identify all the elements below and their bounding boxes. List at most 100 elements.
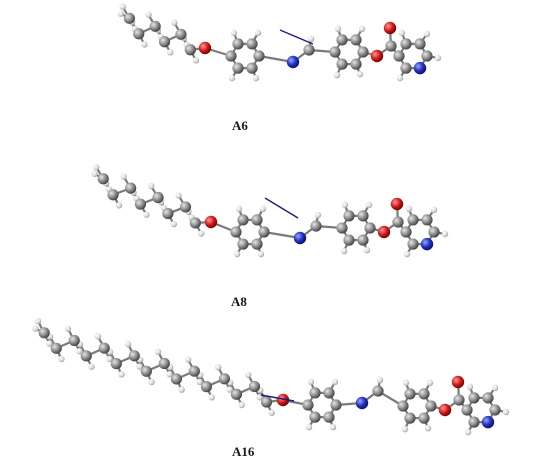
hydrogen-atom	[331, 378, 339, 386]
carbon-atom	[302, 399, 314, 411]
carbon-atom	[418, 388, 430, 400]
carbon-atom	[175, 28, 187, 40]
hydrogen-atom	[196, 378, 203, 386]
carbon-atom	[107, 189, 119, 201]
carbon-atom	[421, 50, 433, 62]
hydrogen-atom	[358, 25, 366, 33]
hydrogen-atom	[88, 363, 95, 370]
carbon-atom	[400, 62, 412, 74]
carbon-atom	[397, 400, 409, 412]
hydrogen-atom	[424, 424, 432, 432]
hydrogen-atom	[143, 211, 150, 218]
hydrogen-atom	[230, 29, 238, 37]
hydrogen-atom	[171, 19, 178, 26]
carbon-atom	[158, 357, 170, 370]
hydrogen-atom	[396, 74, 404, 82]
carbon-atom	[350, 34, 362, 46]
hydrogen-atom	[363, 246, 371, 254]
hydrogen-atom	[118, 371, 125, 378]
carbon-atom	[170, 373, 182, 385]
carbon-atom	[184, 44, 196, 56]
hydrogen-atom	[268, 409, 275, 416]
carbon-atom	[343, 210, 355, 222]
nitrogen-atom	[355, 396, 369, 410]
hydrogen-atom	[94, 333, 102, 340]
hydrogen-atom	[192, 57, 200, 64]
molecule-label-a6: A6	[232, 118, 248, 133]
hydrogen-atom	[403, 250, 411, 258]
hydrogen-atom	[464, 428, 472, 436]
carbon-atom	[336, 34, 348, 46]
hydrogen-atom	[136, 363, 143, 370]
hydrogen-atom	[141, 41, 148, 48]
hydrogen-atom	[307, 35, 315, 43]
hydrogen-atom	[430, 206, 438, 214]
carbon-atom	[149, 20, 161, 32]
carbon-atom	[309, 411, 321, 423]
carbon-atom	[364, 222, 376, 234]
carbon-atom	[128, 350, 140, 362]
carbon-atom	[468, 392, 480, 404]
hydrogen-atom	[314, 211, 322, 219]
hydrogen-atom	[402, 379, 410, 387]
carbon-atom	[225, 50, 237, 62]
carbon-atom	[489, 404, 501, 416]
carbon-atom	[251, 238, 263, 250]
hydrogen-atom	[254, 29, 262, 37]
carbon-atom	[260, 396, 273, 408]
carbon-atom	[200, 381, 213, 393]
carbon-atom	[404, 412, 416, 424]
hydrogen-atom	[184, 356, 192, 363]
hydrogen-atom	[398, 29, 406, 37]
carbon-atom	[323, 387, 335, 399]
carbon-atom	[461, 404, 473, 416]
molecule-2-bonds	[93, 166, 447, 256]
carbon-atom	[158, 36, 171, 48]
carbon-atom	[251, 214, 263, 226]
carbon-atom	[188, 365, 200, 377]
hydrogen-atom	[145, 11, 152, 18]
hydrogen-atom	[305, 423, 313, 431]
hydrogen-atom	[405, 205, 413, 213]
nitrogen-atom	[413, 61, 427, 75]
molecule-label-a8: A8	[231, 294, 247, 309]
nitrogen-atom	[293, 231, 307, 245]
hydrogen-atom	[170, 220, 178, 228]
molecule-label-a16: A16	[232, 444, 255, 459]
hydrogen-atom	[124, 340, 132, 348]
carbon-atom	[421, 214, 433, 226]
carbon-atom	[310, 220, 322, 232]
hydrogen-atom	[238, 401, 245, 409]
carbon-atom	[418, 412, 430, 424]
hydrogen-atom	[46, 340, 53, 347]
hydrogen-atom	[117, 10, 124, 17]
hydrogen-atom	[502, 408, 510, 416]
oxygen-atom	[276, 393, 290, 407]
molecule-2-atoms	[91, 164, 449, 258]
nitrogen-atom	[286, 55, 300, 69]
carbon-atom	[253, 50, 265, 62]
carbon-atom	[425, 400, 437, 412]
carbon-atom	[453, 394, 465, 406]
hydrogen-atom	[259, 205, 267, 213]
oxygen-atom	[438, 403, 452, 417]
carbon-atom	[232, 38, 244, 50]
hydrogen-atom	[166, 49, 174, 56]
carbon-atom	[246, 38, 258, 50]
hydrogen-atom	[119, 3, 126, 10]
hydrogen-atom	[376, 376, 384, 384]
hydrogen-atom	[198, 230, 205, 237]
hydrogen-atom	[93, 164, 100, 171]
carbon-atom	[98, 342, 110, 354]
carbon-atom	[330, 399, 342, 411]
carbon-atom	[134, 198, 147, 210]
molecule-a6	[117, 3, 442, 82]
carbon-atom	[392, 216, 404, 228]
hydrogen-atom	[426, 379, 434, 387]
hydrogen-atom	[307, 378, 315, 386]
carbon-atom	[179, 201, 192, 213]
carbon-atom	[123, 12, 135, 24]
carbon-atom	[468, 416, 480, 428]
hydrogen-atom	[58, 355, 65, 363]
carbon-atom	[323, 411, 335, 423]
